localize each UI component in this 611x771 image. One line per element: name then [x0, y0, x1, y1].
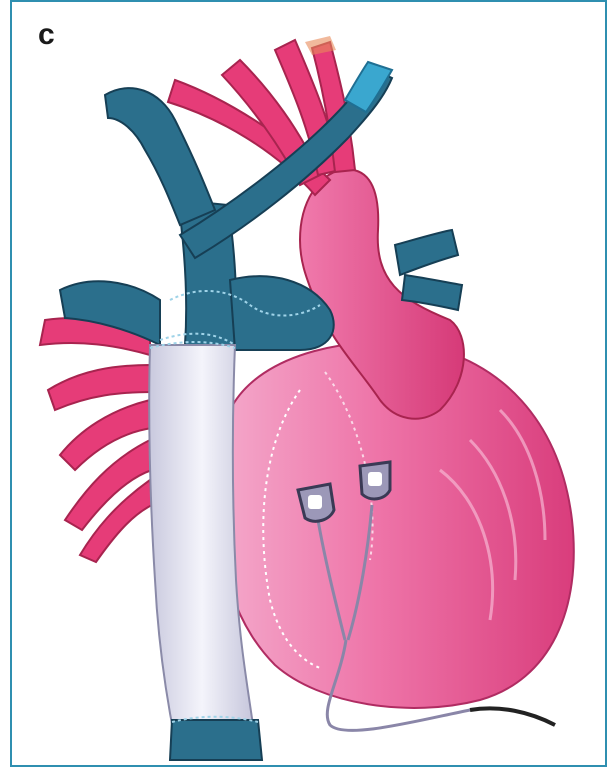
left-pulmonary-branches: [40, 318, 152, 562]
lead-electrode-right: [360, 462, 390, 499]
lead-cable: [470, 708, 555, 725]
lead-electrode-left: [298, 484, 334, 521]
pulmonary-vein-right: [395, 230, 462, 310]
inferior-vena-cava: [170, 720, 262, 760]
